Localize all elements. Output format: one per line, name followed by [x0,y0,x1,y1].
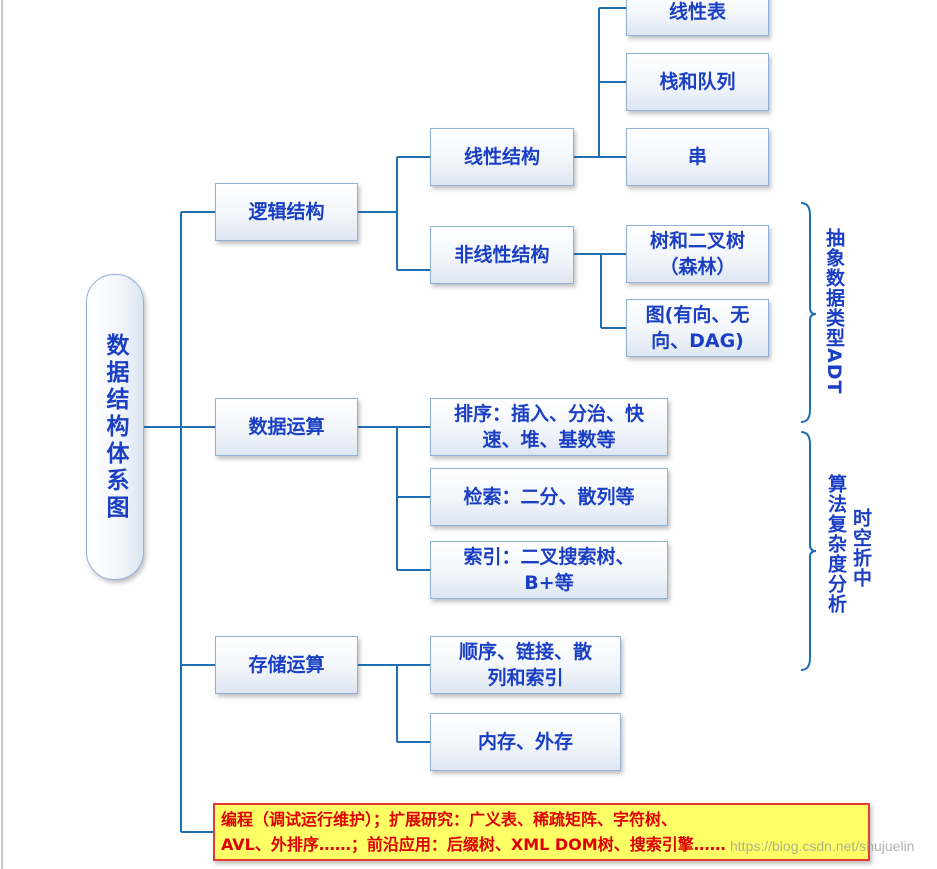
node-sorting-line1: 排序：插入、分治、快 [453,403,644,425]
extensions-note-line2: AVL、外排序……；前沿应用：后缀树、XML DOM树、搜索引擎…… [221,835,726,854]
node-linear-structure-label: 线性结构 [463,146,540,168]
node-indexing-line2: B+等 [524,572,574,594]
node-storage-operations: 存储运算 [215,636,358,694]
root-label: 数据结构体系图 [102,332,128,522]
watermark-text: https://blog.csdn.net/shujuelin [730,838,915,854]
node-stack-queue-label: 栈和队列 [659,71,736,93]
node-linear-list-label: 线性表 [668,1,726,23]
node-searching: 检索：二分、散列等 [430,468,668,526]
node-tree-line2: （森林） [659,256,736,278]
node-linear-list: 线性表 [626,0,769,36]
node-graph-line2: 向、DAG) [651,330,744,352]
adt-label: 抽象数据类型ADT [823,228,845,395]
node-indexing: 索引：二叉搜索树、 B+等 [430,541,668,599]
node-sequential-storage-line2: 列和索引 [487,667,564,689]
node-sequential-storage-line1: 顺序、链接、散 [458,641,592,663]
node-logic-structure: 逻辑结构 [215,183,358,241]
space-time-tradeoff-label: 时空折中 [850,508,872,588]
extensions-note-line1: 编程（调试运行维护）；扩展研究：广义表、稀疏矩阵、字符树、 [221,810,678,829]
node-string-label: 串 [687,146,707,168]
extensions-note: 编程（调试运行维护）；扩展研究：广义表、稀疏矩阵、字符树、 AVL、外排序……；… [213,803,870,861]
node-string: 串 [626,128,769,186]
node-stack-queue: 栈和队列 [626,53,769,111]
node-searching-label: 检索：二分、散列等 [463,486,635,508]
node-graph-line1: 图(有向、无 [645,304,750,326]
node-sequential-storage: 顺序、链接、散 列和索引 [430,636,621,694]
node-nonlinear-structure: 非线性结构 [430,226,574,284]
node-storage-operations-label: 存储运算 [248,654,325,676]
node-indexing-line1: 索引：二叉搜索树、 [463,546,635,568]
node-sorting-line2: 速、堆、基数等 [482,429,616,451]
node-data-operations: 数据运算 [215,398,358,456]
root-node: 数据结构体系图 [86,274,144,580]
node-linear-structure: 线性结构 [430,128,574,186]
node-logic-structure-label: 逻辑结构 [248,201,325,223]
node-graph: 图(有向、无 向、DAG) [626,299,769,357]
node-memory-label: 内存、外存 [477,731,573,753]
node-tree-line1: 树和二叉树 [649,230,745,252]
node-memory: 内存、外存 [430,713,621,771]
node-nonlinear-structure-label: 非线性结构 [454,244,550,266]
complexity-label: 算法复杂度分析 [825,474,847,614]
node-tree: 树和二叉树 （森林） [626,225,769,283]
node-sorting: 排序：插入、分治、快 速、堆、基数等 [430,398,668,456]
node-data-operations-label: 数据运算 [248,416,325,438]
